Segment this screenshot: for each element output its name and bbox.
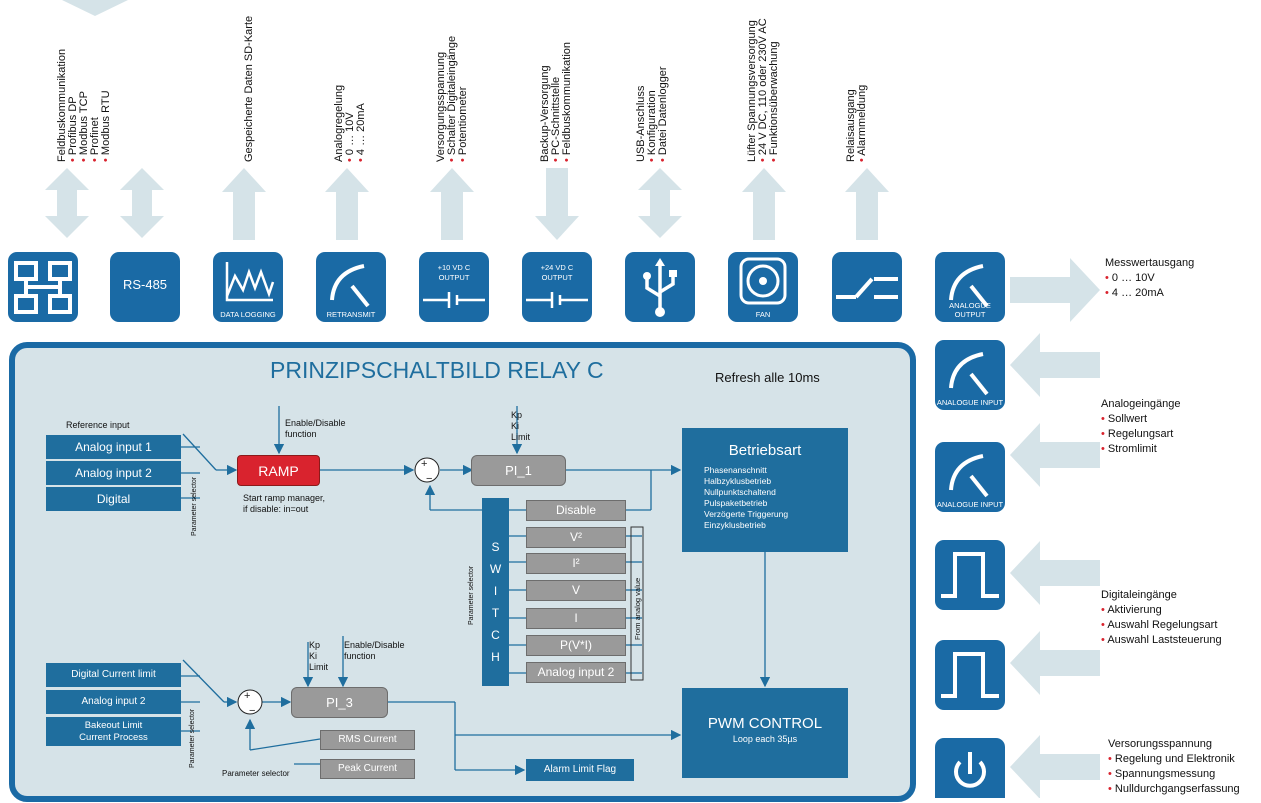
switch-i: I: [526, 608, 626, 629]
switch-i2: I²: [526, 553, 626, 574]
reference-input-label: Reference input: [66, 420, 130, 430]
switch-v2: V²: [526, 527, 626, 548]
analogeingaenge-list: Analogeingänge Sollwert Regelungsart Str…: [1101, 397, 1181, 457]
analogue-input-2-icon: ANALOGUE INPUT: [935, 442, 1005, 512]
analog-input-2-box: Analog input 2: [46, 461, 181, 485]
network-icon: [8, 252, 78, 322]
digital-input-1-icon: [935, 540, 1005, 610]
fan-icon: FAN: [728, 252, 798, 322]
svg-text:+: +: [244, 690, 250, 702]
param-selector-label: Parameter selector: [222, 769, 290, 778]
rs485-icon: RS-485: [110, 252, 180, 322]
top-arrows: [45, 0, 889, 240]
analogue-input-1-icon: ANALOGUE INPUT: [935, 340, 1005, 410]
svg-text:+: +: [421, 458, 427, 470]
output-10v-icon: +10 VD C OUTPUT: [419, 252, 489, 322]
refresh-label: Refresh alle 10ms: [715, 370, 820, 385]
analog-input-1-box: Analog input 1: [46, 435, 181, 459]
peak-current-block: Peak Current: [320, 759, 415, 779]
ramp-note: Start ramp manager,if disable: in=out: [243, 493, 326, 514]
messwertausgang-list: Messwertausgang 0 … 10V 4 … 20mA: [1105, 256, 1194, 301]
rms-current-block: RMS Current: [320, 730, 415, 750]
switch-pvi: P(V*I): [526, 635, 626, 656]
digital-input-2-icon: [935, 640, 1005, 710]
usb-icon: [625, 252, 695, 322]
param-selector-vertical-3: Parameter selector: [189, 708, 196, 768]
versorgung-list: Versorungsspannung Regelung und Elektron…: [1108, 737, 1240, 797]
digital-current-limit-box: Digital Current limit: [46, 663, 181, 687]
ramp-block: RAMP: [237, 455, 320, 486]
switch-v: V: [526, 580, 626, 601]
from-analog-value-label: From analog value: [633, 577, 642, 640]
switch-analog-input-2: Analog input 2: [526, 662, 626, 683]
svg-text:−: −: [426, 473, 432, 485]
pi1-block: PI_1: [471, 455, 566, 486]
alarm-limit-flag-block: Alarm Limit Flag: [526, 759, 634, 781]
lower-analog-input-2-box: Analog input 2: [46, 690, 181, 714]
data-logging-icon: DATA LOGGING: [213, 252, 283, 322]
retransmit-gauge-icon: RETRANSMIT: [316, 252, 386, 322]
pi3-block: PI_3: [291, 687, 388, 718]
panel-title: PRINZIPSCHALTBILD RELAY C: [270, 357, 604, 383]
output-24v-icon: +24 VD C OUTPUT: [522, 252, 592, 322]
svg-text:−: −: [249, 705, 255, 717]
right-arrows: [1010, 258, 1100, 798]
power-icon: [935, 738, 1005, 798]
switch-disable: Disable: [526, 500, 626, 521]
digitaleingaenge-list: Digitaleingänge Aktivierung Auswahl Rege…: [1101, 588, 1222, 648]
param-selector-vertical-2: Parameter selector: [468, 565, 475, 625]
param-selector-vertical-1: Parameter selector: [191, 476, 198, 536]
pwm-control-block: PWM CONTROL Loop each 35µs: [682, 688, 848, 778]
analogue-output-icon: ANALOGUE OUTPUT: [935, 252, 1005, 322]
relay-switch-icon: [832, 252, 902, 322]
digital-box: Digital: [46, 487, 181, 511]
